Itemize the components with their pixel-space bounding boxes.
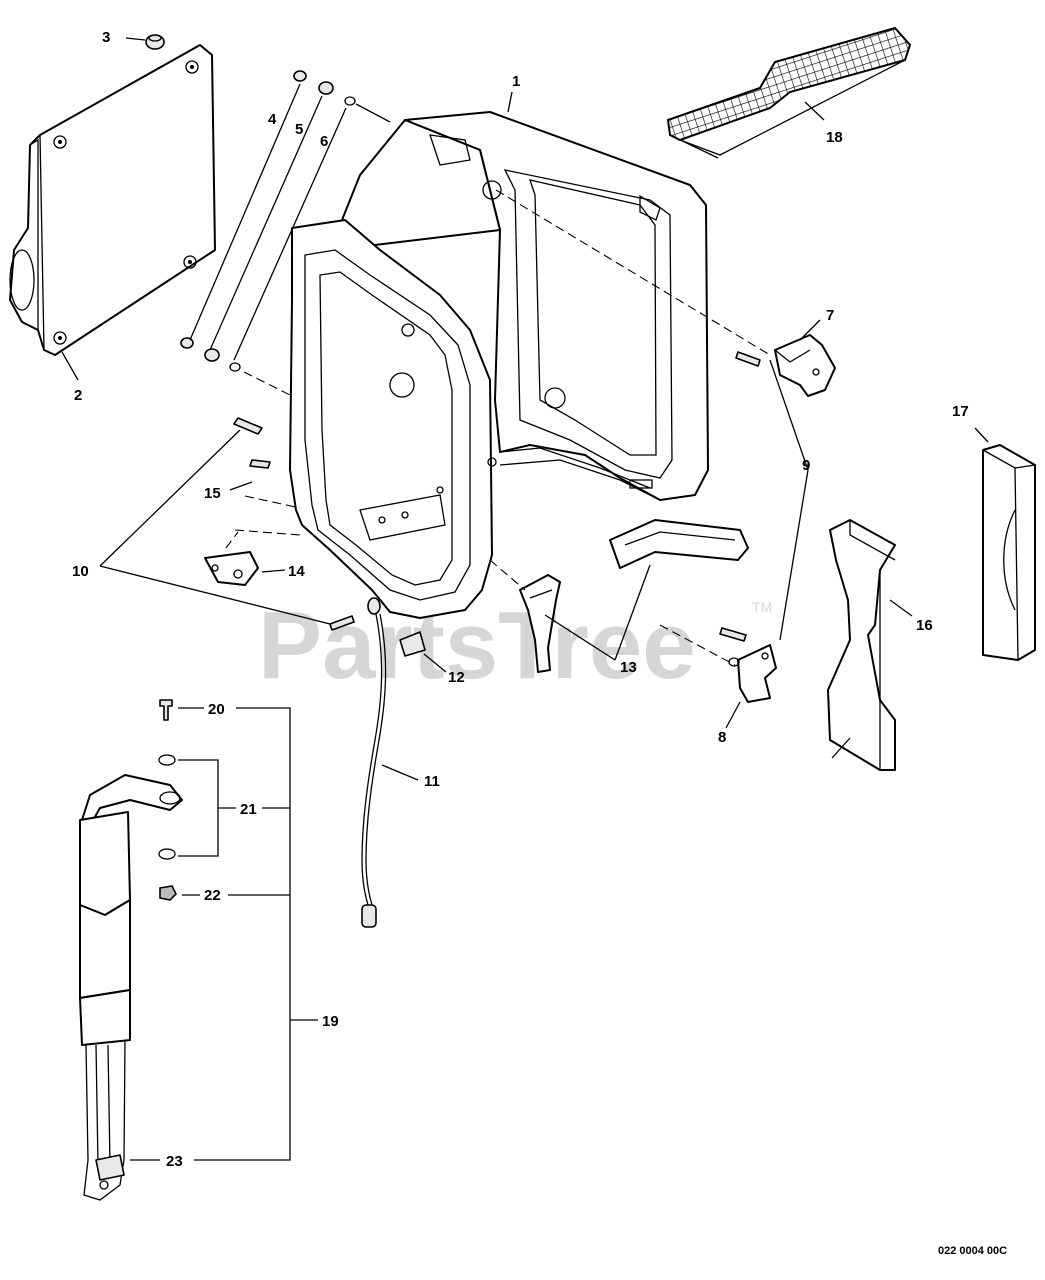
callout-13: 13 (620, 659, 637, 676)
part-shoulder-strap (79, 774, 183, 1201)
callout-4: 4 (268, 111, 277, 128)
part-handle-bracket (519, 519, 749, 673)
callout-17: 17 (952, 403, 969, 420)
part-side-pad (982, 444, 1036, 661)
part-screw-9 (719, 351, 761, 642)
callout-22: 22 (204, 887, 221, 904)
callout-20: 20 (208, 701, 225, 718)
part-cap-nut (145, 34, 165, 50)
part-back-pad (827, 519, 896, 771)
callout-18: 18 (826, 129, 843, 146)
part-ground-wire (361, 597, 387, 928)
callout-11: 11 (424, 773, 440, 790)
callout-3: 3 (102, 29, 110, 46)
part-grommet-top (293, 70, 356, 106)
callout-10: 10 (72, 563, 89, 580)
callout-19: 19 (322, 1013, 339, 1030)
part-main-frame (289, 111, 709, 619)
callout-2: 2 (74, 387, 82, 404)
part-bracket-right (774, 334, 836, 397)
callout-9: 9 (802, 457, 810, 474)
leader-lines (61, 37, 989, 1161)
callouts: 1 2 3 4 5 6 7 8 9 10 11 12 13 14 15 16 1… (72, 29, 969, 1170)
part-cover-plate (9, 44, 216, 356)
part-strap-hardware (158, 699, 177, 901)
callout-23: 23 (166, 1153, 183, 1170)
callout-21: 21 (240, 801, 257, 818)
part-screw-15 (249, 459, 271, 469)
callout-8: 8 (718, 729, 726, 746)
watermark: PartsTree (258, 592, 696, 699)
callout-5: 5 (295, 121, 303, 138)
part-screw-10 (233, 417, 355, 631)
part-grommet-bottom (180, 337, 241, 372)
callout-1: 1 (512, 73, 520, 90)
watermark-tm: TM (752, 599, 772, 615)
callout-7: 7 (826, 307, 834, 324)
callout-14: 14 (288, 563, 305, 580)
callout-16: 16 (916, 617, 933, 634)
part-pad (399, 631, 426, 657)
callout-6: 6 (320, 133, 328, 150)
callout-15: 15 (204, 485, 221, 502)
part-bracket-lower (728, 644, 777, 703)
callout-12: 12 (448, 669, 465, 686)
part-mount-bracket (204, 551, 259, 586)
part-grid-mat (666, 26, 912, 159)
drawing-code: 022 0004 00C (938, 1245, 1007, 1257)
